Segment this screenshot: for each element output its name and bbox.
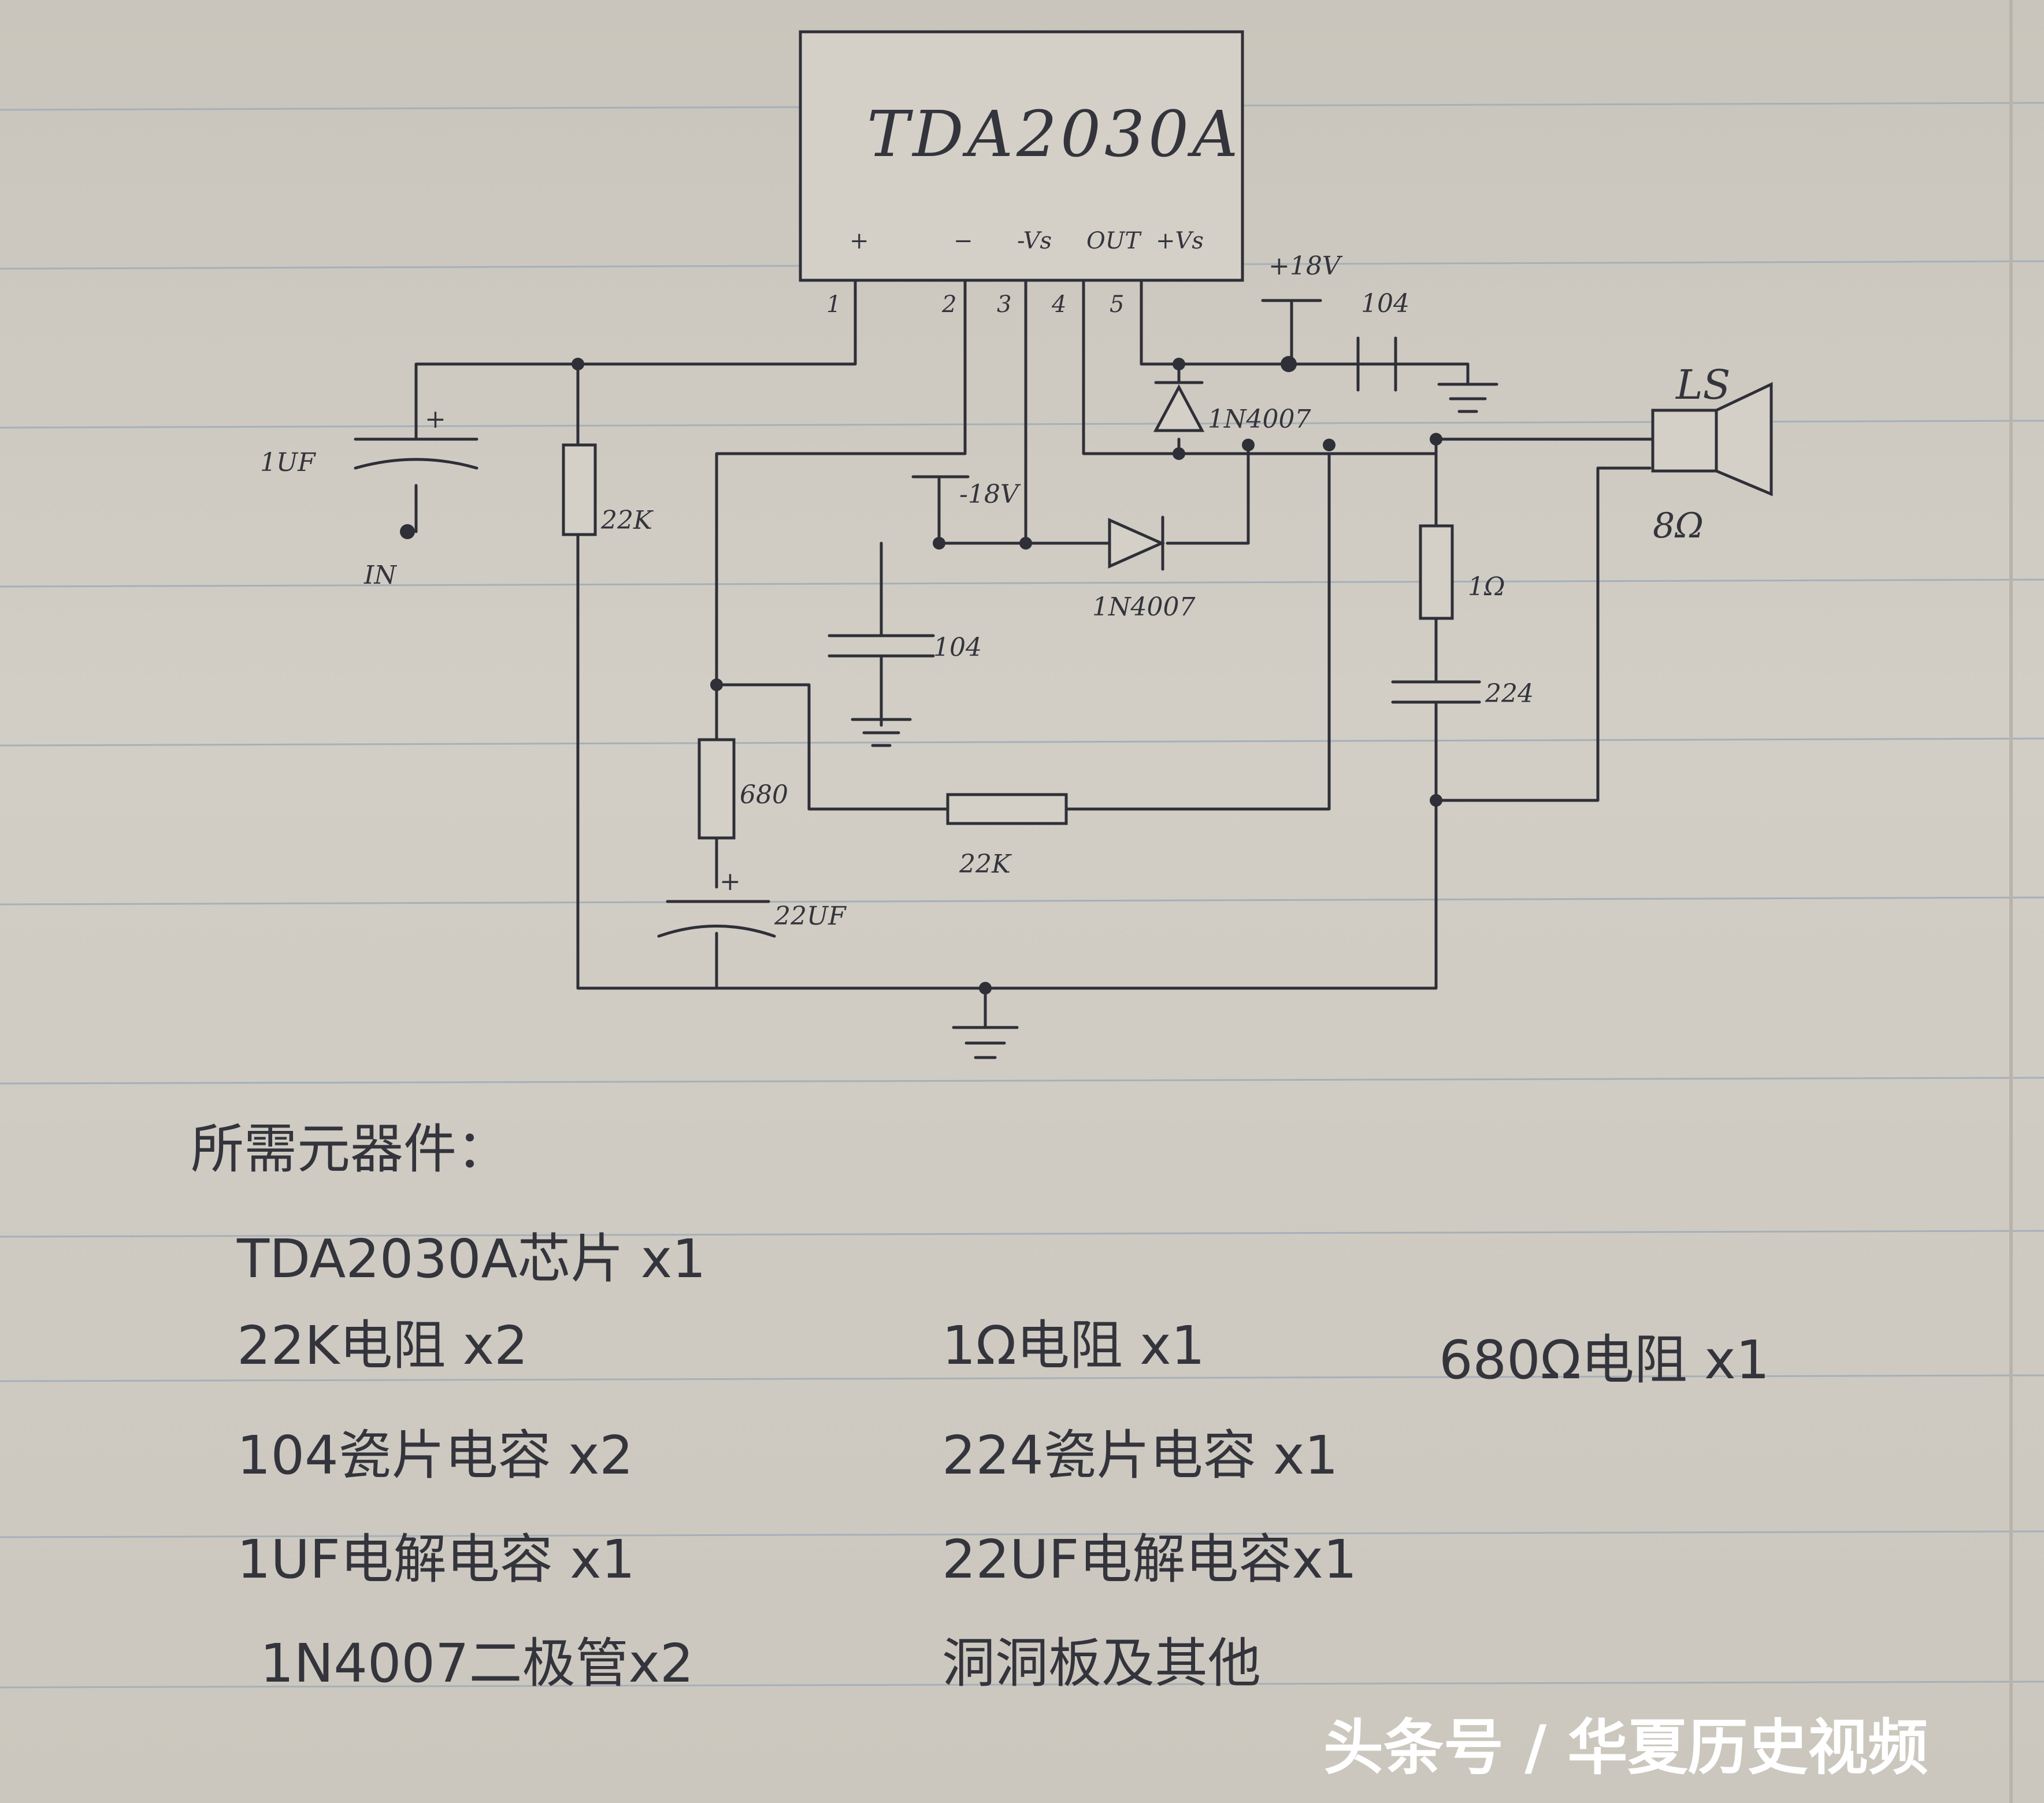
pin-minus-sign: − bbox=[954, 228, 973, 254]
pin-number-1: 1 bbox=[826, 291, 841, 318]
input-label: IN bbox=[363, 561, 397, 590]
diode-mid-label: 1N4007 bbox=[1092, 592, 1195, 622]
speaker-symbol bbox=[1651, 382, 1773, 496]
resistor-22k-feedback bbox=[946, 793, 1068, 825]
pin-number-3: 3 bbox=[997, 291, 1011, 318]
speaker-label: LS bbox=[1675, 361, 1730, 409]
parts-item-1ohm: 1Ω电阻 x1 bbox=[942, 1315, 1205, 1377]
cap-top-label: 104 bbox=[1361, 289, 1409, 318]
r-680-label: 680 bbox=[740, 780, 788, 810]
parts-item-22k: 22K电阻 x2 bbox=[237, 1315, 528, 1377]
parts-item-224cap: 224瓷片电容 x1 bbox=[942, 1424, 1338, 1486]
pos-supply-label: +18V bbox=[1268, 251, 1343, 281]
parts-list-title: 所需元器件： bbox=[191, 1118, 510, 1180]
capacitor-1uf-input bbox=[354, 437, 478, 470]
pin-pos-supply-label: +Vs bbox=[1156, 228, 1204, 254]
parts-item-104cap: 104瓷片电容 x2 bbox=[237, 1424, 633, 1486]
capacitor-22uf bbox=[657, 900, 776, 938]
parts-item-22uf: 22UF电解电容x1 bbox=[942, 1529, 1357, 1590]
tda2030a-chip bbox=[799, 30, 1244, 282]
cap-in-plus: + bbox=[425, 405, 446, 434]
resistor-22k-bias bbox=[562, 443, 597, 536]
pin-number-4: 4 bbox=[1051, 291, 1066, 318]
r-bias-label: 22K bbox=[600, 506, 654, 535]
parts-item-perfboard: 洞洞板及其他 bbox=[942, 1633, 1261, 1694]
wires bbox=[414, 279, 1655, 1027]
junction-dots bbox=[400, 356, 1442, 995]
r-1ohm-label: 1Ω bbox=[1468, 572, 1505, 602]
cap-in-label: 1UF bbox=[260, 448, 316, 477]
ground-symbol-mid bbox=[851, 718, 912, 747]
watermark: 头条号 / 华夏历史视频 bbox=[1323, 1712, 1928, 1783]
cap-22uf-plus: + bbox=[719, 867, 741, 896]
neg-supply-label: -18V bbox=[959, 480, 1021, 509]
diode-mid-1n4007 bbox=[1108, 515, 1166, 571]
r-fb-label: 22K bbox=[959, 849, 1012, 879]
pin-plus-sign: + bbox=[849, 228, 869, 254]
diode-top-1n4007 bbox=[1153, 381, 1205, 432]
chip-label: TDA2030A bbox=[867, 97, 1241, 171]
parts-item-1uf: 1UF电解电容 x1 bbox=[237, 1529, 635, 1590]
pin-number-5: 5 bbox=[1110, 291, 1124, 318]
pin-neg-supply-label: -Vs bbox=[1017, 228, 1052, 254]
pos-supply-terminal bbox=[1261, 299, 1322, 366]
neg-supply-terminal bbox=[911, 475, 970, 545]
capacitor-104-top bbox=[1356, 336, 1397, 392]
parts-item-680: 680Ω电阻 x1 bbox=[1439, 1329, 1770, 1391]
cap-mid-label: 104 bbox=[933, 633, 982, 662]
parts-item-diode: 1N4007二极管x2 bbox=[260, 1633, 693, 1694]
cap-224-label: 224 bbox=[1485, 679, 1534, 708]
ground-symbol-bottom bbox=[952, 1026, 1019, 1059]
resistor-1-ohm bbox=[1419, 524, 1454, 620]
pin-out-label: OUT bbox=[1086, 228, 1142, 254]
diode-top-label: 1N4007 bbox=[1208, 405, 1311, 434]
capacitor-104-mid bbox=[828, 634, 935, 658]
cap-22uf-label: 22UF bbox=[774, 901, 847, 931]
ground-symbol-top bbox=[1437, 383, 1498, 413]
capacitor-224 bbox=[1391, 680, 1481, 704]
resistor-680 bbox=[698, 738, 736, 840]
speaker-impedance: 8Ω bbox=[1653, 506, 1704, 546]
pin-number-2: 2 bbox=[941, 291, 956, 318]
parts-item-chip: TDA2030A芯片 x1 bbox=[236, 1228, 706, 1290]
